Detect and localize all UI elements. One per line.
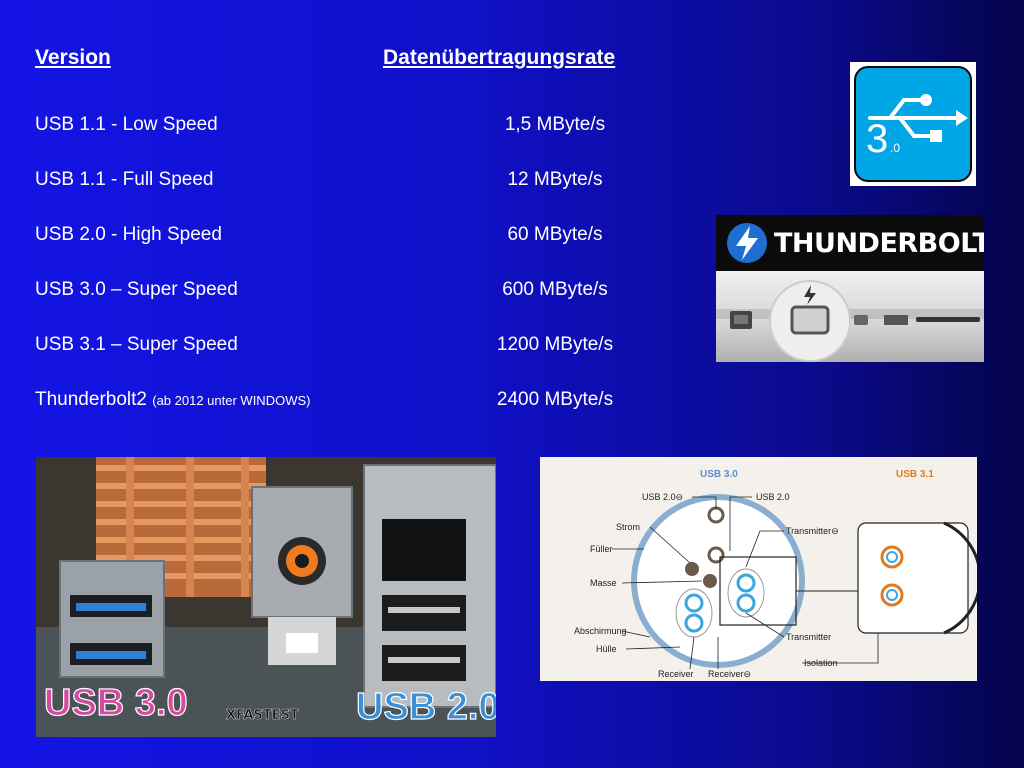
row-rate: 1200 MByte/s xyxy=(496,334,614,355)
label-huelle: Hülle xyxy=(596,644,617,654)
row-rate: 12 MByte/s xyxy=(507,169,603,190)
label-strom: Strom xyxy=(616,522,640,532)
sd-slot xyxy=(916,317,980,322)
row-rate: 2400 MByte/s xyxy=(496,389,614,410)
usb31-cable-section xyxy=(857,522,969,634)
row-version: USB 2.0 - High Speed xyxy=(35,224,222,245)
row-rate: 600 MByte/s xyxy=(502,279,608,300)
row-version-name: Thunderbolt2 xyxy=(35,389,147,410)
thunderbolt-banner: THUNDERBOLT xyxy=(716,215,984,271)
label-usb20: USB 2.0 xyxy=(756,492,790,502)
row-version: USB 1.1 - Low Speed xyxy=(35,114,218,135)
watermark: XFASTEST xyxy=(226,708,299,723)
label-isolation: Isolation xyxy=(804,658,838,668)
diagram-title-usb30: USB 3.0 xyxy=(700,469,738,480)
label-transmitter-minus: Transmitter⊖ xyxy=(786,526,839,536)
label-masse: Masse xyxy=(590,578,617,588)
thunderbolt-title: THUNDERBOLT xyxy=(774,228,984,259)
header-version: Version xyxy=(35,46,111,69)
label-usb20-minus: USB 2.0⊖ xyxy=(642,492,683,502)
thunderbolt-symbol-icon xyxy=(804,285,816,305)
usb-cable-diagram: USB 3.0 USB 3.1 xyxy=(540,457,977,681)
thunderbolt-port xyxy=(790,305,830,335)
usb-port xyxy=(884,315,908,325)
row-version: USB 3.0 – Super Speed xyxy=(35,279,238,300)
usb3-logo: 3 .0 xyxy=(850,62,976,186)
row-rate: 60 MByte/s xyxy=(507,224,603,245)
firewire-port xyxy=(854,315,868,325)
diagram-title-usb31: USB 3.1 xyxy=(896,469,934,480)
label-fueller: Füller xyxy=(590,544,613,554)
row-version: USB 3.1 – Super Speed xyxy=(35,334,238,355)
audio-jack xyxy=(251,486,353,665)
label-usb2: USB 2.0 xyxy=(356,686,496,728)
label-usb3: USB 3.0 xyxy=(44,682,188,724)
ports-photo: USB 3.0 USB 2.0 XFASTEST xyxy=(36,457,496,737)
usb-trident-icon: 3 .0 xyxy=(866,94,968,161)
row-version-thunderbolt: Thunderbolt2 (ab 2012 unter WINDOWS) xyxy=(35,389,310,411)
label-receiver-minus: Receiver⊖ xyxy=(708,669,751,679)
label-receiver: Receiver xyxy=(658,669,694,679)
row-rate: 1,5 MByte/s xyxy=(504,114,606,135)
lan-usb2-ports xyxy=(363,464,496,708)
thunderbolt-panel: THUNDERBOLT xyxy=(716,215,984,362)
usb-logo-subtext: .0 xyxy=(890,141,900,155)
laptop-port-strip xyxy=(716,271,984,362)
header-rate: Datenübertragungsrate xyxy=(383,46,616,69)
label-abschirmung: Abschirmung xyxy=(574,626,627,636)
row-version: USB 1.1 - Full Speed xyxy=(35,169,214,190)
usb3-ports xyxy=(59,560,165,678)
label-transmitter: Transmitter xyxy=(786,632,831,642)
usb-logo-number: 3 xyxy=(866,117,888,161)
row-version-note: (ab 2012 unter WINDOWS) xyxy=(152,393,311,408)
lightning-bolt-icon xyxy=(727,223,767,263)
